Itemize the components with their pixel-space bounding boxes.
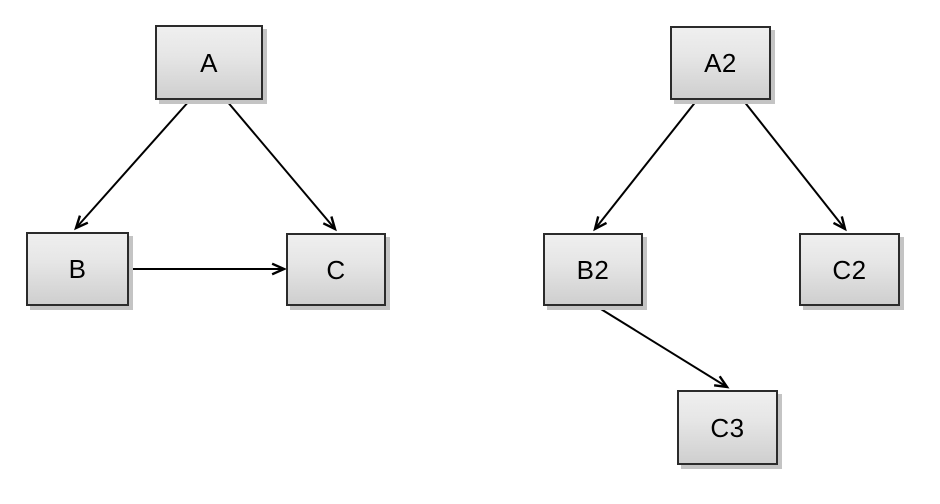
node-b2[interactable]: B2 [543,233,643,306]
node-c2[interactable]: C2 [799,233,900,306]
node-c3[interactable]: C3 [677,390,778,465]
node-label-c3: C3 [710,412,745,443]
node-b[interactable]: B [26,232,129,306]
node-label-b2: B2 [576,254,610,285]
node-label-c2: C2 [832,254,867,285]
edge-B2-C3[interactable] [595,305,728,388]
arrowhead-A2-B2 [593,216,608,232]
node-a[interactable]: A [155,25,263,100]
edge-A-C[interactable] [225,99,336,230]
arrowhead-A-B [74,215,89,231]
arrowhead-A-C [322,216,337,232]
arrowhead-B-C [271,262,287,276]
edge-A-B[interactable] [75,99,191,229]
edge-A2-C2[interactable] [742,99,846,230]
node-label-a: A [200,47,218,78]
node-label-b: B [68,254,87,284]
node-a2[interactable]: A2 [670,26,771,100]
node-c[interactable]: C [286,233,386,306]
node-label-a2: A2 [704,48,737,78]
arrowhead-A2-C2 [832,216,847,232]
arrowhead-B2-C3 [713,375,730,389]
node-label-c: C [326,254,346,285]
edge-A2-B2[interactable] [594,99,698,230]
